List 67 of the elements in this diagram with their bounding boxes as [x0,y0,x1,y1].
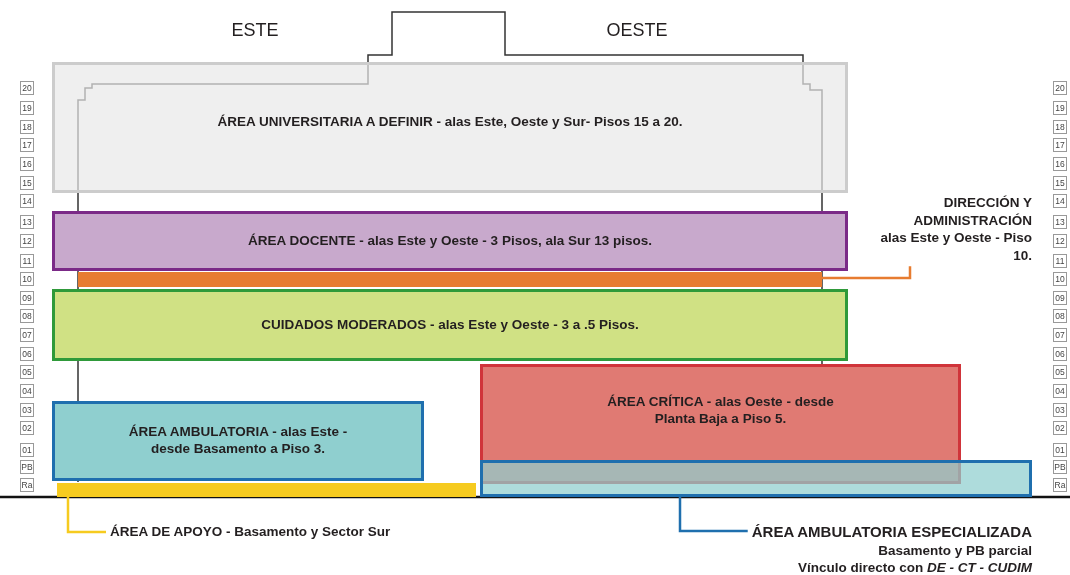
zone-heading: ÁREA AMBULATORIA ESPECIALIZADA [751,522,1032,542]
zone-label: ÁREA UNIVERSITARIA A DEFINIR - alas Este, Oeste y Sur- Pisos 15 a 20. [217,114,683,131]
floor-number: 05 [1053,365,1067,379]
floor-number: 10 [1053,272,1067,286]
floor-number: 08 [1053,309,1067,323]
zone-label: ÁREA AMBULATORIA - alas Este - desde Basamento a Piso 3. [127,424,349,458]
wing-label: ESTE [231,20,279,41]
leader-line [66,497,106,534]
floor-number: 11 [1053,254,1067,268]
floor-number: 15 [20,176,34,190]
floor-number: 15 [1053,176,1067,190]
zone-box [52,211,848,271]
floor-number: Ra [20,478,34,492]
floor-number: 07 [20,328,34,342]
floor-number: 19 [1053,101,1067,115]
floor-number: 01 [1053,443,1067,457]
floor-number: 09 [20,291,34,305]
floor-number: 19 [20,101,34,115]
zone-label: ÁREA CRÍTICA - alas Oeste - desde Planta Baja a Piso 5. [606,394,835,428]
floor-number: PB [1053,460,1067,474]
zone-heading: DIRECCIÓN Y ADMINISTRACIÓN [912,194,1032,230]
floor-number: 07 [1053,328,1067,342]
floor-number: 16 [1053,157,1067,171]
floor-number: 09 [1053,291,1067,305]
zone-label: CUIDADOS MODERADOS - alas Este y Oeste - 3 a .5 Pisos. [261,316,639,334]
zone-heading: ÁREA DE APOYO - Basamento y Sector Sur [110,523,391,541]
floor-number: 17 [1053,138,1067,152]
zone-note: Vínculo directo con DE - CT - CUDIM [798,559,1032,575]
floor-number: 14 [20,194,34,208]
wing-label: OESTE [606,20,668,41]
floor-number: 20 [20,81,34,95]
floor-number: 06 [1053,347,1067,361]
floor-number: 18 [1053,120,1067,134]
floor-number: 02 [1053,421,1067,435]
floor-number: 18 [20,120,34,134]
floor-number: 04 [20,384,34,398]
floor-number: 14 [1053,194,1067,208]
zone-box [480,460,1032,497]
floor-number: 01 [20,443,34,457]
zone-label: ÁREA DOCENTE - alas Este y Oeste - 3 Pisos, ala Sur 13 pisos. [248,232,652,250]
floor-number: 10 [20,272,34,286]
zone-note: Basamento y PB parcial [878,541,1032,560]
floor-number: 03 [1053,403,1067,417]
floor-number: 06 [20,347,34,361]
zone-box [52,289,848,361]
floor-number: 13 [20,215,34,229]
floor-number: 13 [1053,215,1067,229]
floor-number: 12 [1053,234,1067,248]
floor-number: 17 [20,138,34,152]
floor-number: 20 [1053,81,1067,95]
zone-box [52,62,848,193]
leader-line [678,497,748,533]
floor-number: 02 [20,421,34,435]
leader-line [822,266,912,280]
floor-number: 16 [20,157,34,171]
zone-bar [57,483,476,497]
floor-number: 04 [1053,384,1067,398]
floor-number: 11 [20,254,34,268]
floor-number: 08 [20,309,34,323]
floor-number: PB [20,460,34,474]
zone-note: alas Este y Oeste - Piso 10. [880,229,1032,265]
floor-number: 05 [20,365,34,379]
floor-number: 12 [20,234,34,248]
floor-number: Ra [1053,478,1067,492]
zone-box [52,401,424,481]
floor-number: 03 [20,403,34,417]
zone-bar [78,272,822,287]
